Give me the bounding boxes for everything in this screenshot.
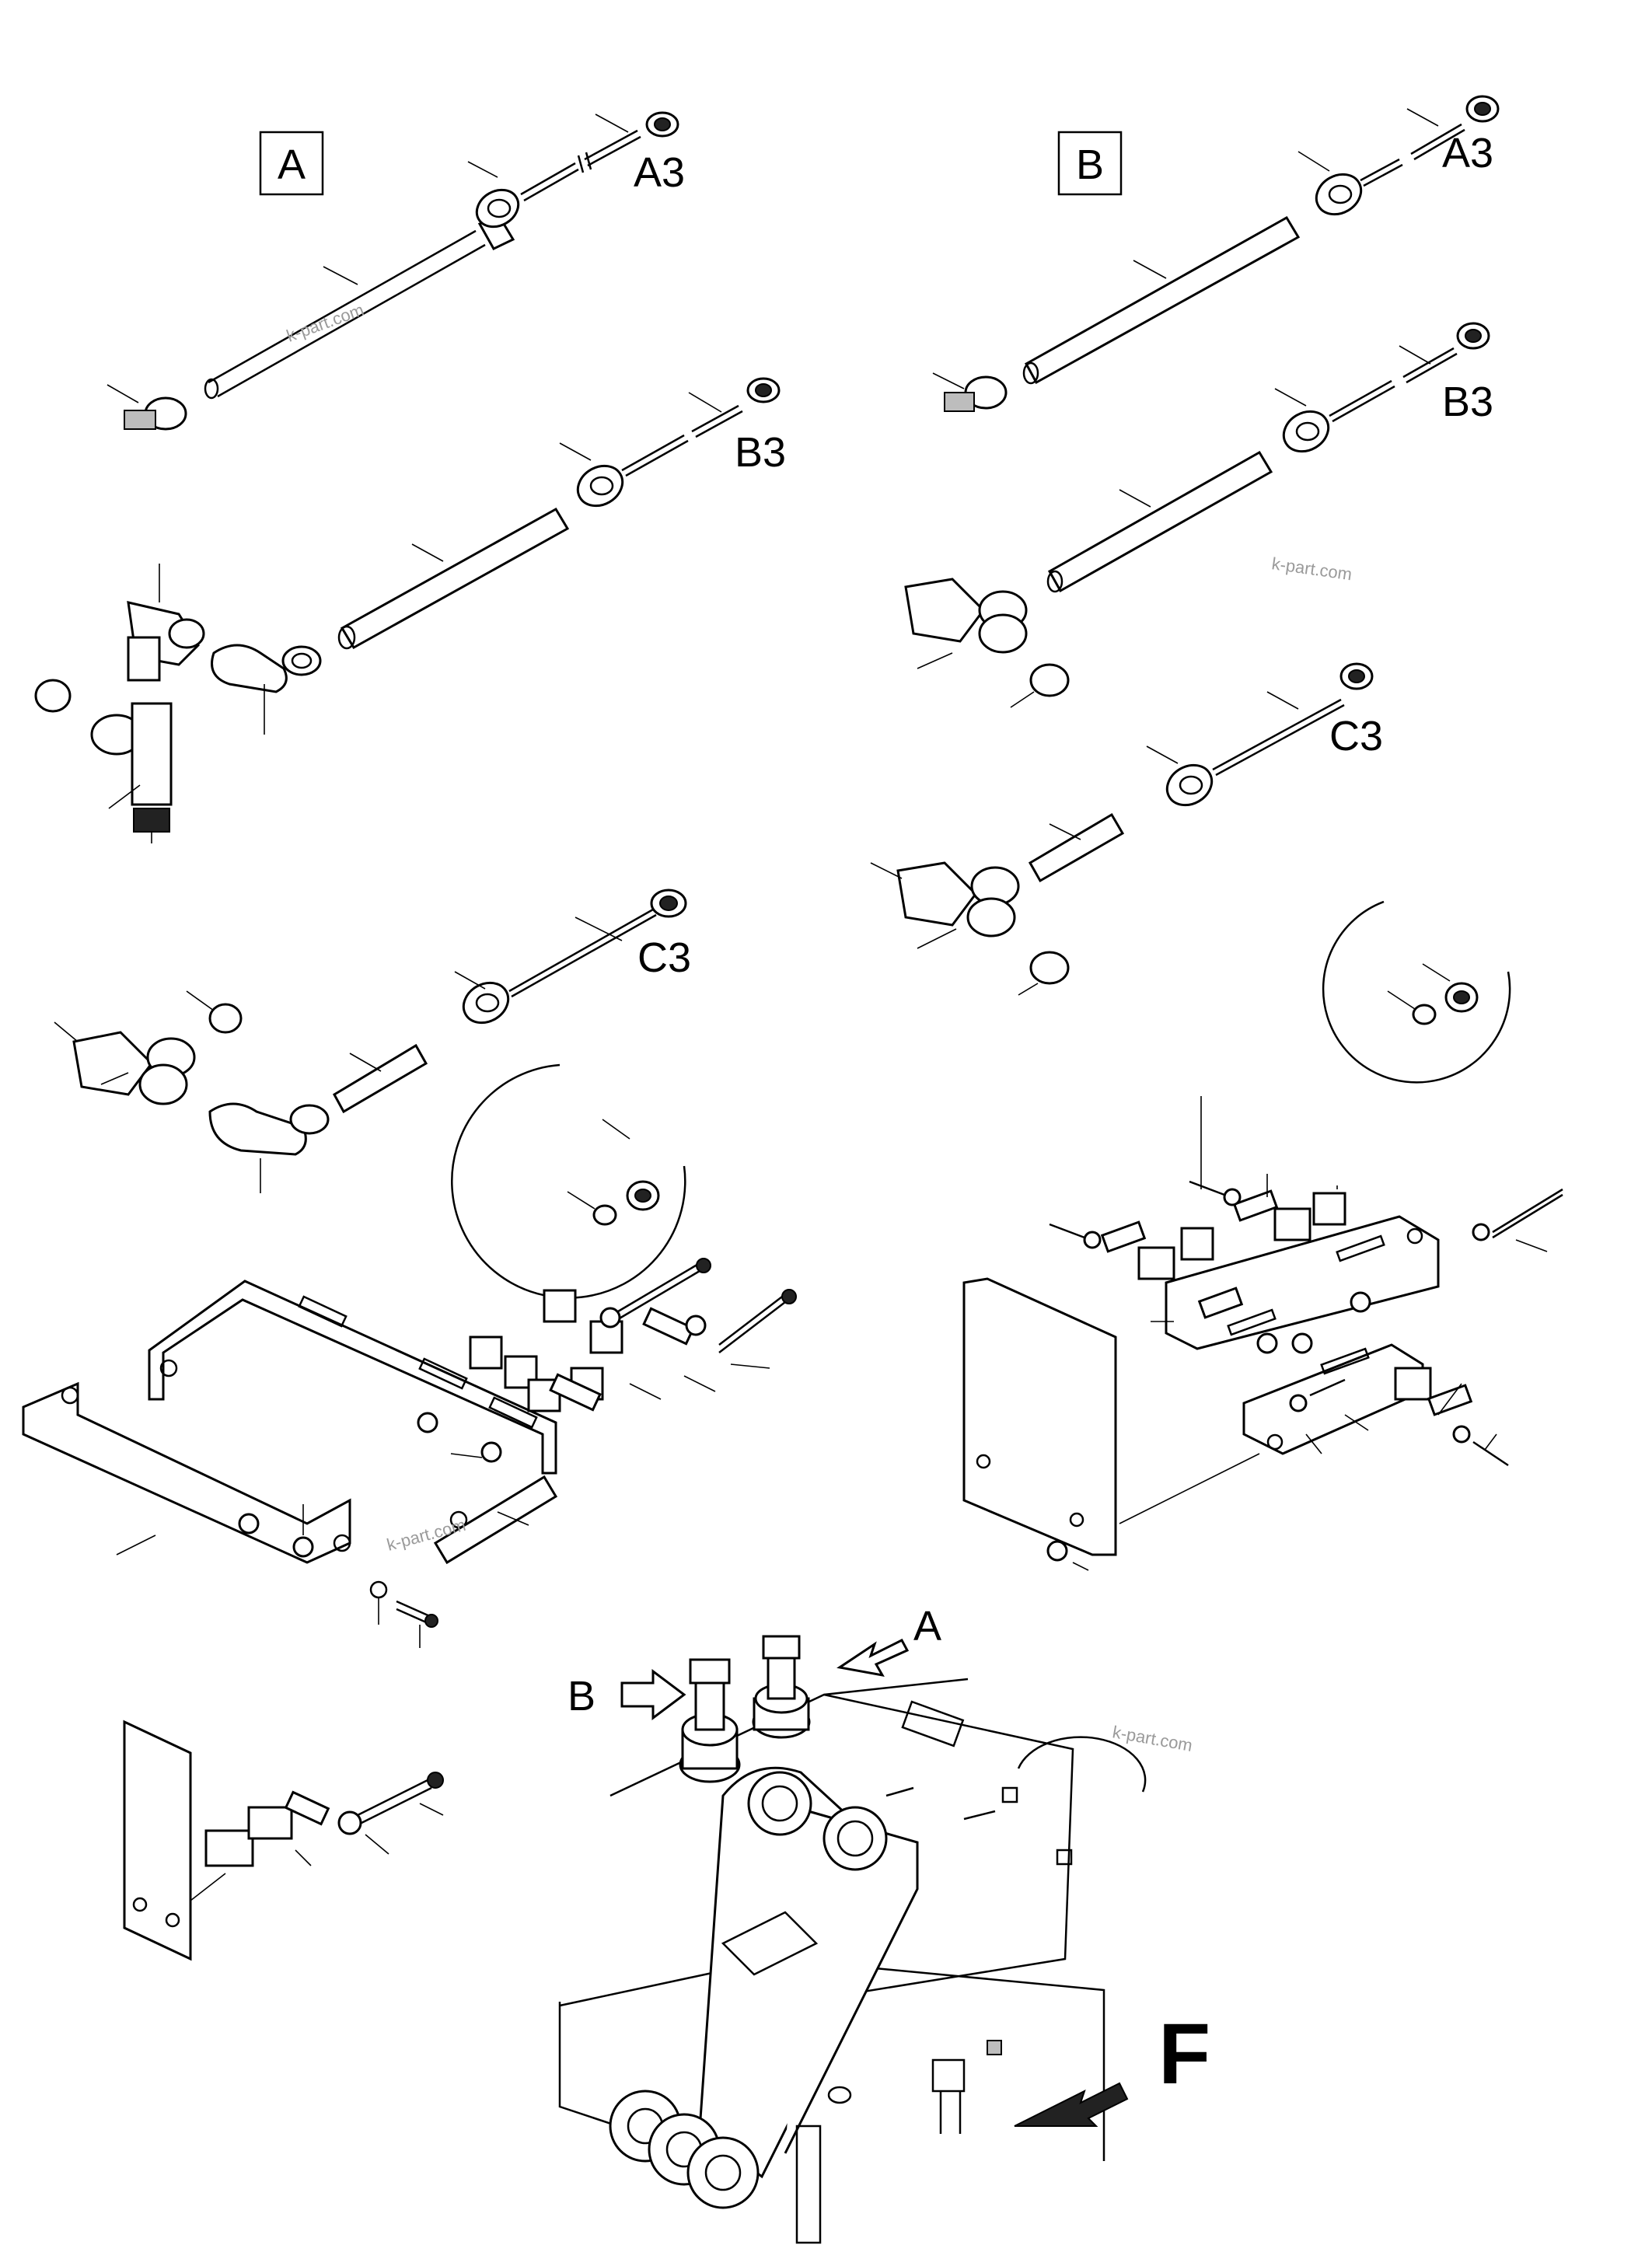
boom-arm <box>609 1766 919 2209</box>
clamp-group-b <box>1049 1096 1563 1467</box>
pivot-fitting-left <box>679 1658 741 1783</box>
pipe-c3-b <box>1028 662 1374 883</box>
frame-details <box>795 1700 1073 2244</box>
front-direction-label: F <box>1158 2006 1210 2102</box>
label-a3-section-a: A3 <box>634 149 685 196</box>
detail-circle-a <box>451 1063 686 1299</box>
view-b-arrow-label: B <box>568 1673 595 1720</box>
label-a3-section-b: A3 <box>1442 130 1493 176</box>
fitting-group-b-top <box>904 578 1070 708</box>
plate-a <box>123 1720 444 1961</box>
watermark-4: k-part.com <box>1111 1722 1194 1755</box>
pivot-fitting-right <box>752 1635 811 1739</box>
fitting-group-a-top <box>34 564 322 843</box>
section-a: A A3 <box>22 111 797 1961</box>
bolt-washer-a <box>369 1580 438 1648</box>
bracket-b <box>962 1215 1440 1571</box>
fitting-group-a-bottom <box>54 990 330 1193</box>
pipe-b3-a <box>337 377 781 650</box>
watermark-1: k-part.com <box>284 300 366 346</box>
pipe-a3-a <box>107 111 679 431</box>
section-b: B A3 <box>870 95 1563 1571</box>
view-b-box <box>1057 131 1123 196</box>
view-a-arrow-label: A <box>913 1603 941 1650</box>
fitting-group-b-bottom <box>870 861 1070 996</box>
machine-frame: B A <box>558 1603 1210 2244</box>
label-b3-section-a: B3 <box>735 429 786 476</box>
label-c3-section-a: C3 <box>637 934 691 981</box>
view-b-box-label: B <box>1076 141 1104 188</box>
detail-circle-b <box>1322 900 1511 1084</box>
label-c3-section-b: C3 <box>1329 713 1383 759</box>
watermark-2: k-part.com <box>1270 553 1353 584</box>
pipe-a3-b <box>932 95 1500 412</box>
view-a-box <box>259 131 324 196</box>
label-b3-section-b: B3 <box>1442 379 1493 425</box>
clamp-group-a <box>469 1258 797 1412</box>
pipe-c3-a <box>332 889 687 1114</box>
view-a-arrow <box>836 1639 910 1678</box>
pipe-b3-b <box>1046 322 1490 593</box>
front-direction-arrow <box>1014 2082 1129 2127</box>
view-b-arrow <box>620 1669 686 1720</box>
view-a-box-label: A <box>278 141 306 188</box>
bracket-a <box>22 1280 558 1565</box>
